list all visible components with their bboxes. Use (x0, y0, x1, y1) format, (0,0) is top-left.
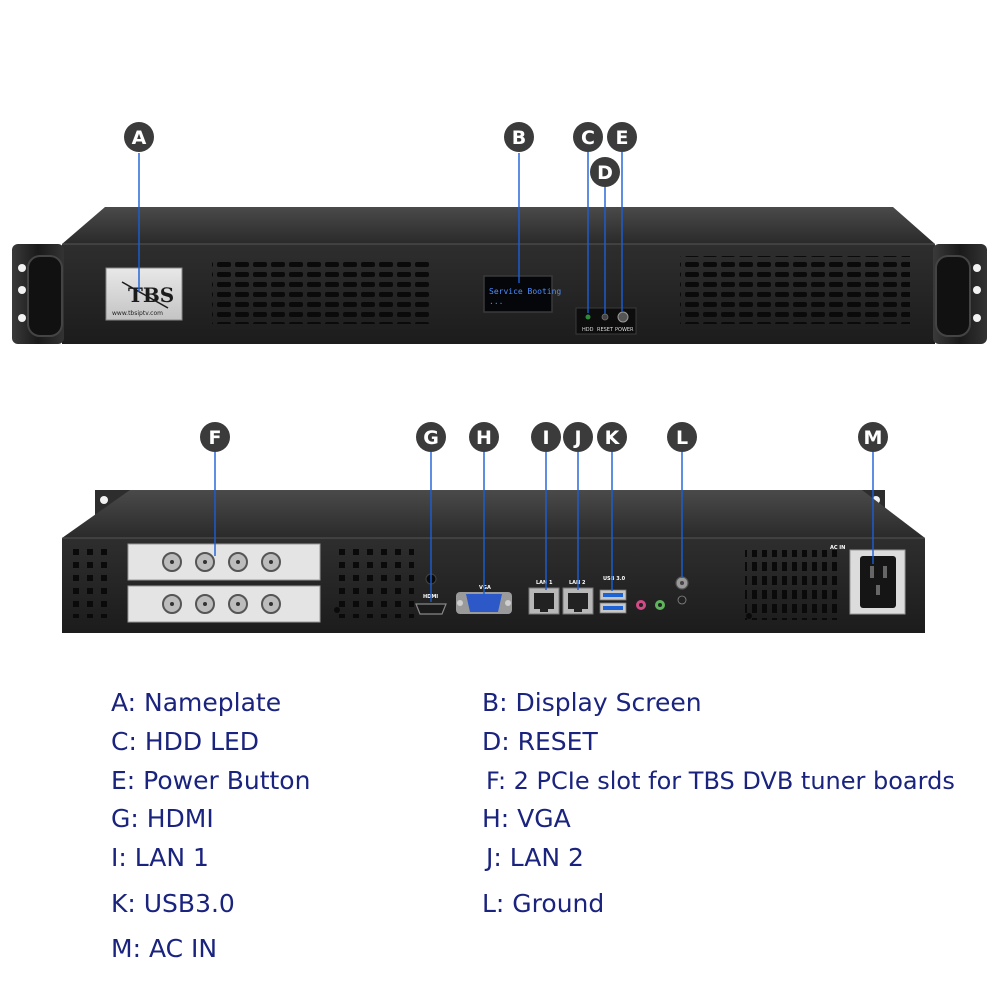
legend-item-k: K: USB3.0 (111, 889, 235, 918)
legend-item-f: F: 2 PCIe slot for TBS DVB tuner boards (486, 767, 955, 795)
marker-d: D (590, 157, 620, 187)
vga-label: VGA (479, 585, 491, 591)
svg-text:G: G (423, 427, 439, 449)
ac-inlet[interactable]: AC IN (830, 545, 906, 615)
svg-text:A: A (132, 127, 147, 149)
svg-text:B: B (512, 127, 526, 149)
leader-lines (138, 152, 874, 602)
display-screen: Service Booting ... (483, 275, 561, 313)
marker-m: M (858, 422, 888, 452)
legend-item-m: M: AC IN (111, 934, 218, 963)
ac-label: AC IN (830, 545, 845, 551)
usb3-ports[interactable]: USB 3.0 (599, 576, 627, 614)
svg-text:H: H (476, 427, 492, 449)
svg-text:E: E (616, 127, 629, 149)
svg-text:C: C (581, 127, 595, 149)
legend-item-a: A: Nameplate (111, 688, 282, 717)
hdd-led-icon (585, 314, 591, 320)
marker-h: H (469, 422, 499, 452)
marker-k: K (597, 422, 627, 452)
marker-b: B (504, 122, 534, 152)
nameplate: TBS www.tbsiptv.com (105, 267, 183, 321)
svg-text:M: M (864, 427, 883, 449)
vga-port[interactable]: VGA (456, 585, 512, 614)
marker-e: E (607, 122, 637, 152)
legend-item-l: L: Ground (482, 889, 605, 918)
marker-i: I (531, 422, 561, 452)
legend-item-d: D: RESET (482, 727, 598, 756)
legend-item-j: J: LAN 2 (486, 843, 584, 872)
legend-item-g: G: HDMI (111, 804, 214, 833)
marker-l: L (667, 422, 697, 452)
legend-item-h: H: VGA (482, 804, 571, 833)
svg-text:J: J (572, 427, 581, 449)
control-panel: HDD RESET POWER (575, 307, 637, 335)
markers: A B C E D F G H I J K L M (124, 122, 888, 452)
led-label-reset: RESET (597, 327, 614, 333)
legend-item-e: E: Power Button (111, 766, 311, 795)
svg-text:TBS: TBS (128, 283, 174, 307)
power-button[interactable] (617, 311, 629, 323)
legend-item-i: I: LAN 1 (111, 843, 209, 872)
marker-j: J (563, 422, 593, 452)
legend-item-b: B: Display Screen (482, 688, 702, 717)
nameplate-url: www.tbsiptv.com (112, 310, 163, 317)
display-dots: ... (489, 297, 503, 306)
audio-jacks[interactable] (636, 600, 665, 610)
svg-text:L: L (676, 427, 688, 449)
svg-text:F: F (209, 427, 222, 449)
f-connector-icon (162, 552, 281, 614)
tbs-logo-icon: TBS (121, 281, 174, 309)
led-label-power: POWER (615, 327, 634, 333)
marker-f: F (200, 422, 230, 452)
device-diagram: TBS www.tbsiptv.com Service Booting ... … (12, 122, 987, 633)
led-label-hdd: HDD (582, 327, 594, 333)
reset-button[interactable] (601, 313, 609, 321)
svg-text:K: K (605, 427, 621, 449)
display-text: Service Booting (489, 287, 561, 296)
marker-a: A (124, 122, 154, 152)
lan1-label: LAN 1 (536, 580, 553, 586)
usb-label: USB 3.0 (603, 576, 626, 582)
marker-c: C (573, 122, 603, 152)
marker-g: G (416, 422, 446, 452)
pcie-tuner-cards (127, 543, 321, 623)
ground-icon (677, 595, 687, 605)
svg-text:D: D (597, 162, 613, 184)
svg-text:I: I (542, 427, 549, 449)
legend-item-c: C: HDD LED (111, 727, 260, 756)
lan1-port[interactable]: LAN 1 (528, 580, 560, 615)
